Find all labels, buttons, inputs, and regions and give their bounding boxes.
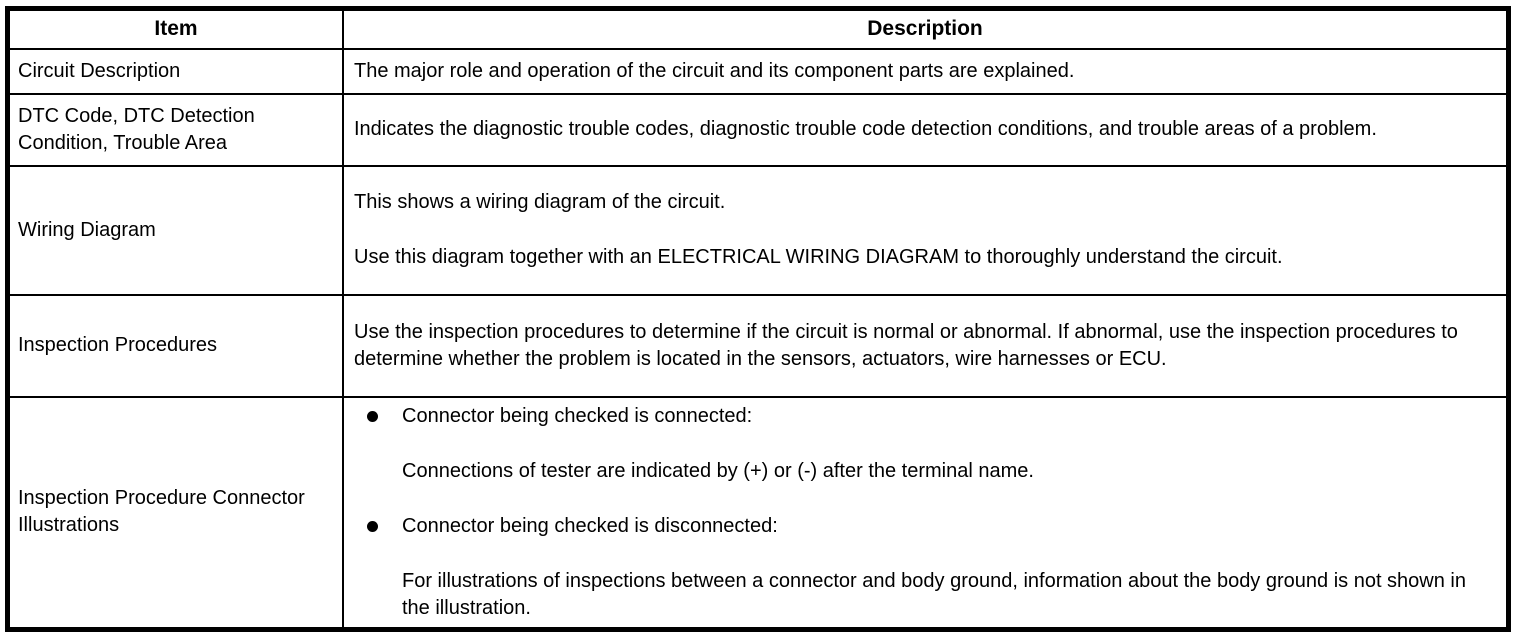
- item-description-table: Item Description Circuit Description The …: [5, 6, 1511, 632]
- description-cell: This shows a wiring diagram of the circu…: [342, 164, 1510, 296]
- bullet-item: Connector being checked is disconnected:: [354, 513, 1496, 540]
- description-paragraph: Use the inspection procedures to determi…: [354, 320, 1458, 370]
- item-cell: DTC Code, DTC Detection Condition, Troub…: [6, 92, 344, 167]
- description-cell: Connector being checked is connected: Con…: [342, 395, 1510, 631]
- table-row: DTC Code, DTC Detection Condition, Troub…: [6, 92, 1510, 167]
- table-header: Item Description: [6, 7, 1510, 50]
- filled-circle-bullet-icon: [367, 520, 378, 532]
- item-label: Wiring Diagram: [18, 218, 156, 241]
- table-body: Circuit Description The major role and op…: [6, 47, 1510, 631]
- indented-paragraph: Connections of tester are indicated by (…: [402, 459, 1034, 482]
- filled-circle-bullet-icon: [367, 410, 378, 422]
- description-paragraph: Use this diagram together with an ELECTR…: [354, 246, 1283, 268]
- description-cell: Indicates the diagnostic trouble codes, …: [342, 92, 1510, 167]
- header-row: Item Description: [6, 7, 1510, 50]
- item-cell: Inspection Procedures: [6, 293, 344, 398]
- item-label: Inspection Procedure Connector Illustrat…: [18, 487, 305, 537]
- indented-paragraph: For illustrations of inspections between…: [402, 569, 1466, 619]
- item-cell: Inspection Procedure Connector Illustrat…: [6, 395, 344, 631]
- bullet-item: Connector being checked is connected:: [354, 403, 1496, 430]
- table-row: Inspection Procedure Connector Illustrat…: [6, 395, 1510, 631]
- description-paragraph: This shows a wiring diagram of the circu…: [354, 191, 726, 213]
- description-cell: Use the inspection procedures to determi…: [342, 293, 1510, 398]
- item-label: Circuit Description: [18, 59, 181, 82]
- item-label: DTC Code, DTC Detection Condition, Troub…: [18, 104, 255, 154]
- description-cell: The major role and operation of the circ…: [342, 47, 1510, 95]
- item-cell: Wiring Diagram: [6, 164, 344, 296]
- bullet-item-text: Connector being checked is disconnected:: [402, 514, 778, 537]
- table-row: Circuit Description The major role and op…: [6, 47, 1510, 95]
- bullet-item-text: Connector being checked is connected:: [402, 404, 753, 427]
- column-header-description: Description: [342, 7, 1510, 50]
- description-paragraph: Indicates the diagnostic trouble codes, …: [354, 118, 1377, 140]
- description-paragraph: The major role and operation of the circ…: [354, 59, 1075, 82]
- item-cell: Circuit Description: [6, 47, 344, 95]
- table-row: Wiring Diagram This shows a wiring diagra…: [6, 164, 1510, 296]
- column-header-item: Item: [6, 7, 344, 50]
- item-label: Inspection Procedures: [18, 334, 218, 356]
- table-row: Inspection Procedures Use the inspection …: [6, 293, 1510, 398]
